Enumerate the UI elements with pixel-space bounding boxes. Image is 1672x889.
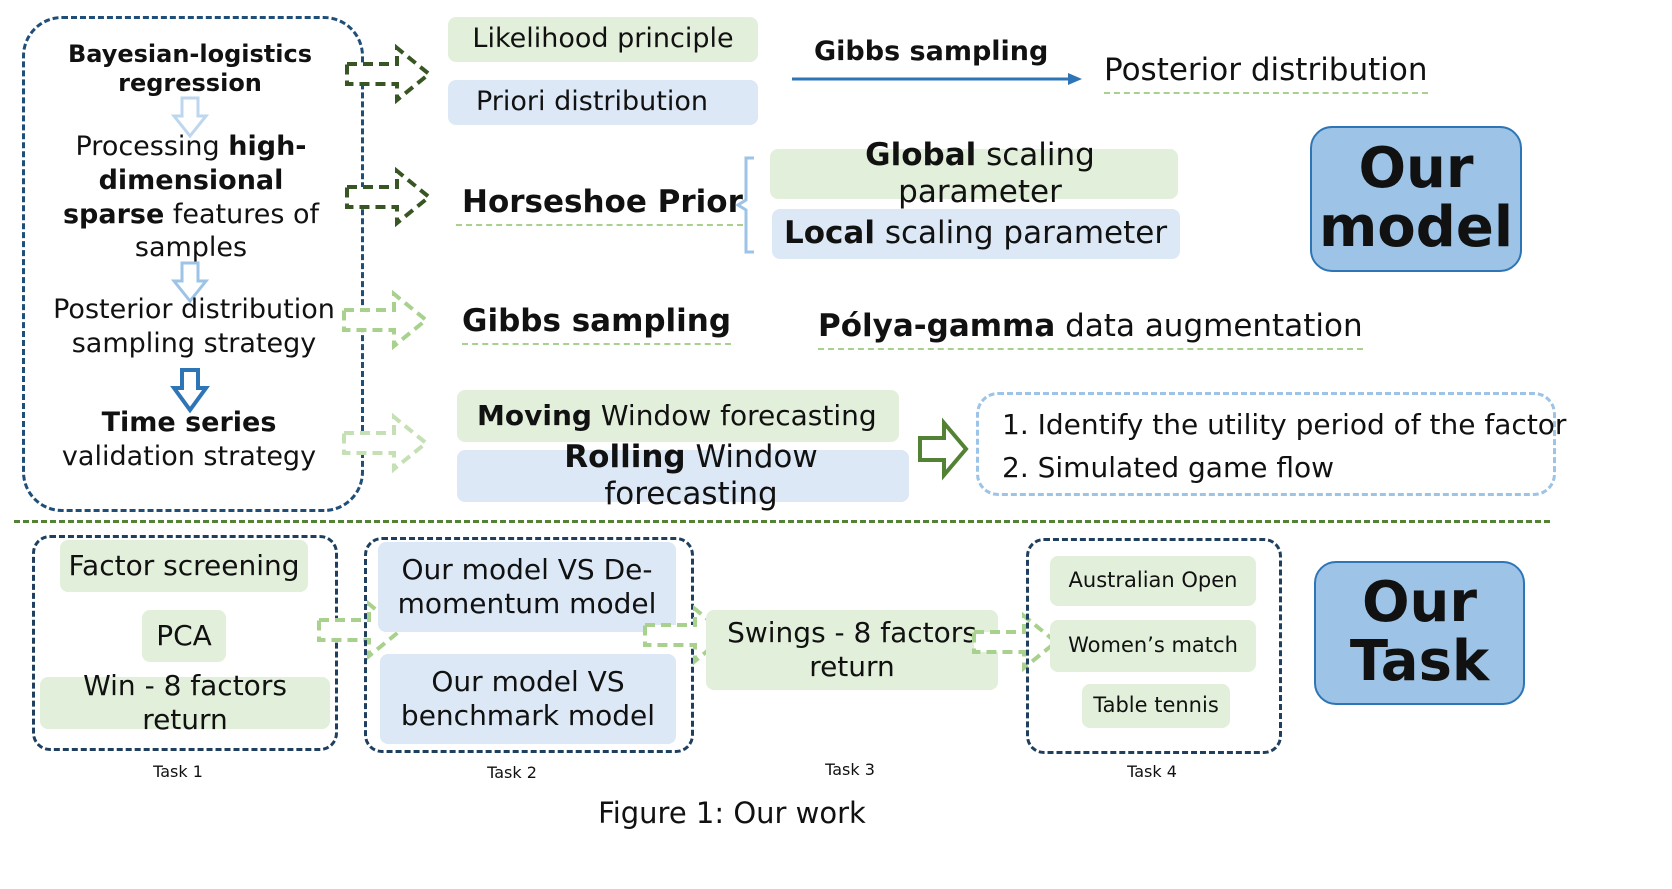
local-scaling-box: Local scaling parameter (772, 209, 1180, 259)
step-bayesian-logistics: Bayesian-logistics regression (67, 40, 313, 97)
pca-box: PCA (142, 610, 226, 662)
gibbs-sampling-label-row3: Gibbs sampling (462, 303, 732, 345)
utility-period-frame (976, 392, 1556, 496)
australian-open-box: Australian Open (1050, 556, 1256, 606)
down-arrow-2 (170, 261, 210, 304)
task4-frame (1026, 538, 1282, 754)
model-vs-demomentum-box: Our model VS De-momentum model (378, 542, 676, 632)
task1-label: Task 1 (153, 762, 203, 781)
priori-distribution-box: Priori distribution (448, 80, 758, 125)
down-arrow-1 (170, 96, 210, 139)
step-posterior-sampling: Posterior distribution sampling strategy (53, 294, 335, 359)
table-tennis-box: Table tennis (1082, 684, 1230, 728)
horseshoe-prior-label: Horseshoe Prior (456, 184, 743, 226)
utility-item-1: 1. Identify the utility period of the fa… (1002, 408, 1567, 441)
figure-caption: Figure 1: Our work (598, 796, 866, 830)
polya-gamma-label: Pólya-gamma data augmentation (818, 308, 1363, 350)
rolling-window-box: Rolling Window forecasting (457, 439, 909, 512)
right-arrow-row3 (342, 289, 430, 351)
womens-match-box: Women’s match (1050, 620, 1256, 672)
right-arrow-row1 (345, 43, 433, 105)
factor-screening-box: Factor screening (60, 540, 308, 592)
task2-label: Task 2 (487, 763, 537, 782)
gibbs-sampling-label-row1: Gibbs sampling (814, 36, 1049, 67)
step-processing-features: Processing high-dimensional sparse featu… (62, 131, 320, 264)
moving-to-utility-arrow (918, 417, 969, 481)
down-arrow-3 (170, 368, 210, 414)
right-arrow-row4 (342, 412, 430, 474)
global-scaling-box: Global scaling parameter (770, 137, 1178, 210)
step-time-series: Time series validation strategy (61, 407, 317, 472)
task3-label: Task 3 (825, 760, 875, 779)
section-divider (14, 520, 1550, 523)
right-arrow-row2 (345, 166, 433, 228)
model-vs-benchmark-box: Our model VS benchmark model (380, 654, 676, 744)
utility-item-2: 2. Simulated game flow (1002, 451, 1335, 484)
task4-label: Task 4 (1127, 762, 1177, 781)
task1-frame (32, 535, 338, 751)
likelihood-principle-box: Likelihood principle (448, 17, 758, 62)
task3-to-task4-arrow (972, 611, 1060, 673)
brace (735, 156, 754, 254)
posterior-distribution-label: Posterior distribution (1104, 52, 1428, 94)
gibbs-to-posterior-arrow (792, 73, 1082, 85)
win-factors-return-box: Win - 8 factors return (40, 669, 330, 736)
swings-factors-return-box: Swings - 8 factors return (706, 610, 998, 690)
moving-window-box: Moving Window forecasting (457, 390, 899, 442)
left-process-frame (22, 16, 364, 512)
